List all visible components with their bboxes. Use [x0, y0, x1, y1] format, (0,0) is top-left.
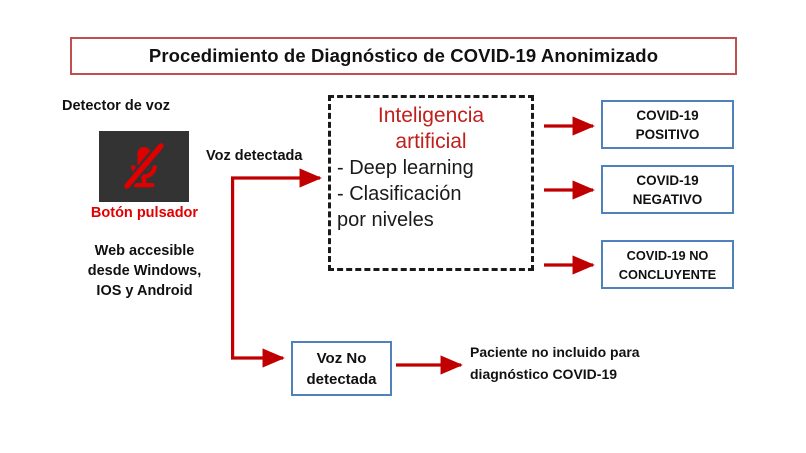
- ai-process-box: Inteligencia artificial - Deep learning …: [328, 95, 534, 271]
- mic-button[interactable]: [99, 131, 189, 202]
- outcome-positive-line-2: POSITIVO: [635, 126, 700, 142]
- outcome-box-positive: COVID-19 POSITIVO: [601, 100, 734, 149]
- outcome-box-inconclusive: COVID-19 NO CONCLUYENTE: [601, 240, 734, 289]
- availability-line-2: desde Windows,: [87, 263, 202, 279]
- microphone-muted-icon: [118, 140, 170, 193]
- ai-item-2: - Clasificación: [337, 183, 462, 205]
- ai-title-line-1: Inteligencia: [377, 104, 485, 127]
- availability-note: Web accesible desde Windows, IOS y Andro…: [62, 241, 227, 301]
- diagram-title-box: Procedimiento de Diagnóstico de COVID-19…: [70, 37, 737, 75]
- no-voice-line-2: detectada: [306, 370, 377, 388]
- ai-item-3: por niveles: [337, 209, 434, 231]
- final-note-line-2: diagnóstico COVID-19: [470, 366, 618, 382]
- availability-line-1: Web accesible: [94, 243, 195, 259]
- outcome-box-negative: COVID-19 NEGATIVO: [601, 165, 734, 214]
- outcome-positive-line-1: COVID-19: [636, 107, 699, 123]
- outcome-inconclusive-line-1: COVID-19 NO: [626, 247, 709, 263]
- page-title: Procedimiento de Diagnóstico de COVID-19…: [148, 45, 659, 66]
- voice-detected-label: Voz detectada: [206, 148, 303, 164]
- detector-label: Detector de voz: [62, 98, 170, 114]
- no-voice-line-1: Voz No: [316, 349, 367, 367]
- outcome-negative-line-1: COVID-19: [636, 172, 699, 188]
- no-voice-box: Voz No detectada: [291, 341, 392, 396]
- ai-item-1: - Deep learning: [337, 157, 474, 179]
- availability-line-3: IOS y Android: [96, 283, 193, 299]
- ai-title-line-2: artificial: [395, 130, 467, 153]
- mic-button-caption: Botón pulsador: [90, 205, 199, 221]
- final-note: Paciente no incluido para diagnóstico CO…: [470, 341, 710, 385]
- ai-box-title: Inteligencia artificial: [337, 103, 525, 155]
- outcome-negative-line-2: NEGATIVO: [632, 191, 703, 207]
- final-note-line-1: Paciente no incluido para: [470, 344, 640, 360]
- outcome-inconclusive-line-2: CONCLUYENTE: [618, 266, 717, 282]
